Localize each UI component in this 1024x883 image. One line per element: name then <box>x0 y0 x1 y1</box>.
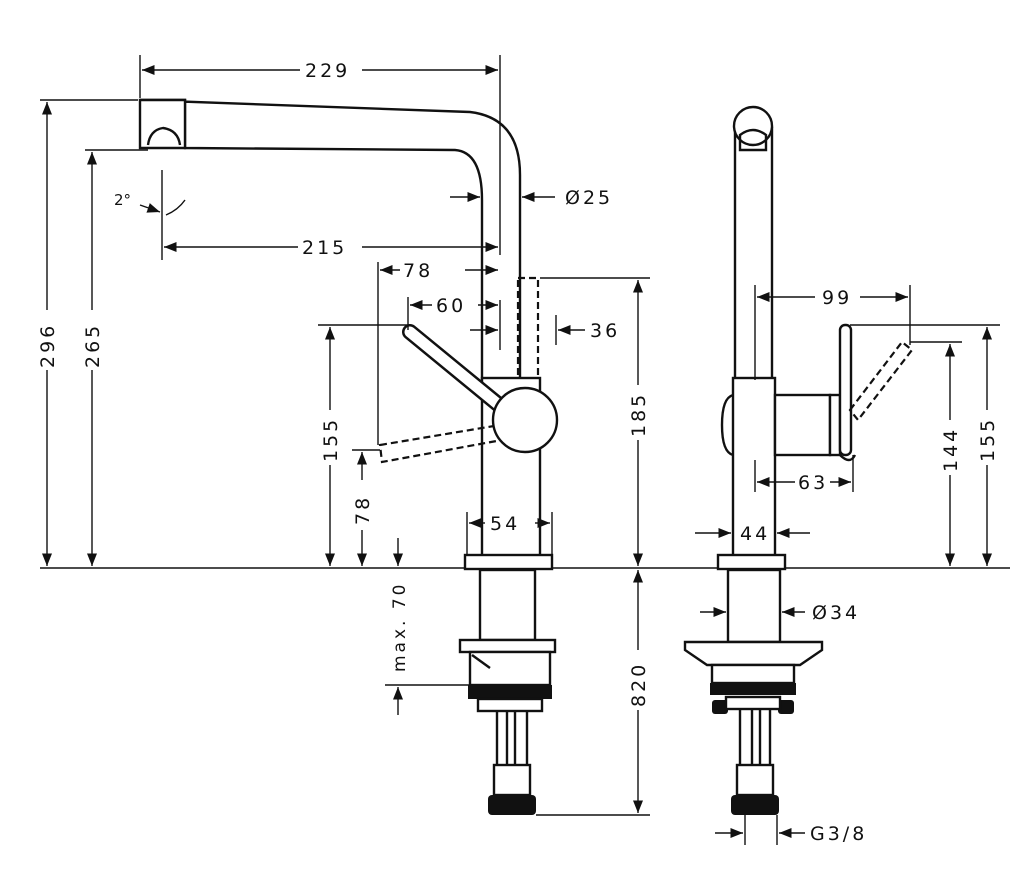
side-supply-hoses <box>738 709 772 765</box>
dim-diameter-25: Ø25 <box>565 187 613 209</box>
side-base-flange <box>716 553 787 571</box>
side-lever-dashed <box>848 340 914 422</box>
dim-229: 229 <box>305 60 350 82</box>
side-cartridge-cap <box>828 393 842 457</box>
side-nut <box>710 683 796 695</box>
dim-185: 185 <box>628 392 650 437</box>
dim-60: 60 <box>436 295 466 317</box>
dim-265: 265 <box>82 323 104 368</box>
dim-820: 820 <box>628 662 650 707</box>
side-body <box>731 376 777 558</box>
feet <box>488 795 536 815</box>
mount-detail <box>471 654 491 669</box>
dim-99: 99 <box>822 287 852 309</box>
side-body-bulge <box>720 393 734 457</box>
dim-36: 36 <box>590 320 620 342</box>
dim-2deg: 2° <box>114 191 131 209</box>
hose-connectors <box>492 763 532 797</box>
dim-155-side: 155 <box>977 417 999 462</box>
side-lever-foot <box>839 454 857 462</box>
dim-diameter-34: Ø34 <box>812 602 860 624</box>
dimension-lines-front <box>40 55 650 816</box>
side-nut-plate <box>724 695 782 711</box>
dim-thread-g38: G3/8 <box>810 823 867 845</box>
nut-plate <box>476 697 544 713</box>
side-flange <box>683 640 824 667</box>
side-lever <box>838 323 853 457</box>
side-spout-outlet <box>738 128 768 152</box>
mount <box>468 650 552 687</box>
side-mount <box>710 663 796 685</box>
dim-215: 215 <box>302 237 347 259</box>
dim-max-70: max. 70 <box>390 582 410 672</box>
dim-155-front: 155 <box>320 417 342 462</box>
lever-pivot <box>491 386 559 454</box>
dim-144: 144 <box>940 427 962 472</box>
side-view: 99 144 155 63 44 Ø34 G3/8 <box>683 105 1000 845</box>
dim-54: 54 <box>490 513 520 535</box>
lever-inner <box>404 326 511 416</box>
base-flange <box>463 553 554 571</box>
side-feet <box>731 795 779 815</box>
lower-flange <box>458 638 557 654</box>
dim-63: 63 <box>798 472 828 494</box>
nut <box>468 685 552 699</box>
side-shank <box>726 568 782 644</box>
dim-44: 44 <box>740 523 770 545</box>
side-clip-right <box>778 700 794 714</box>
shank <box>478 568 537 642</box>
dimension-lines-side <box>695 285 1000 845</box>
front-view: 229 296 265 2° 215 78 60 36 Ø25 185 155 … <box>37 55 650 816</box>
side-spout-top <box>732 105 774 147</box>
dim-78-lever: 78 <box>403 260 433 282</box>
dim-296: 296 <box>37 323 59 368</box>
supply-hoses <box>495 711 529 765</box>
side-spout-tube <box>733 126 774 385</box>
aerator <box>146 126 182 146</box>
side-hose-connectors <box>735 763 775 797</box>
side-cartridge <box>773 393 832 457</box>
side-clip-left <box>712 700 728 714</box>
dim-78-vertical: 78 <box>352 495 374 525</box>
dashed-pipe <box>516 276 540 402</box>
